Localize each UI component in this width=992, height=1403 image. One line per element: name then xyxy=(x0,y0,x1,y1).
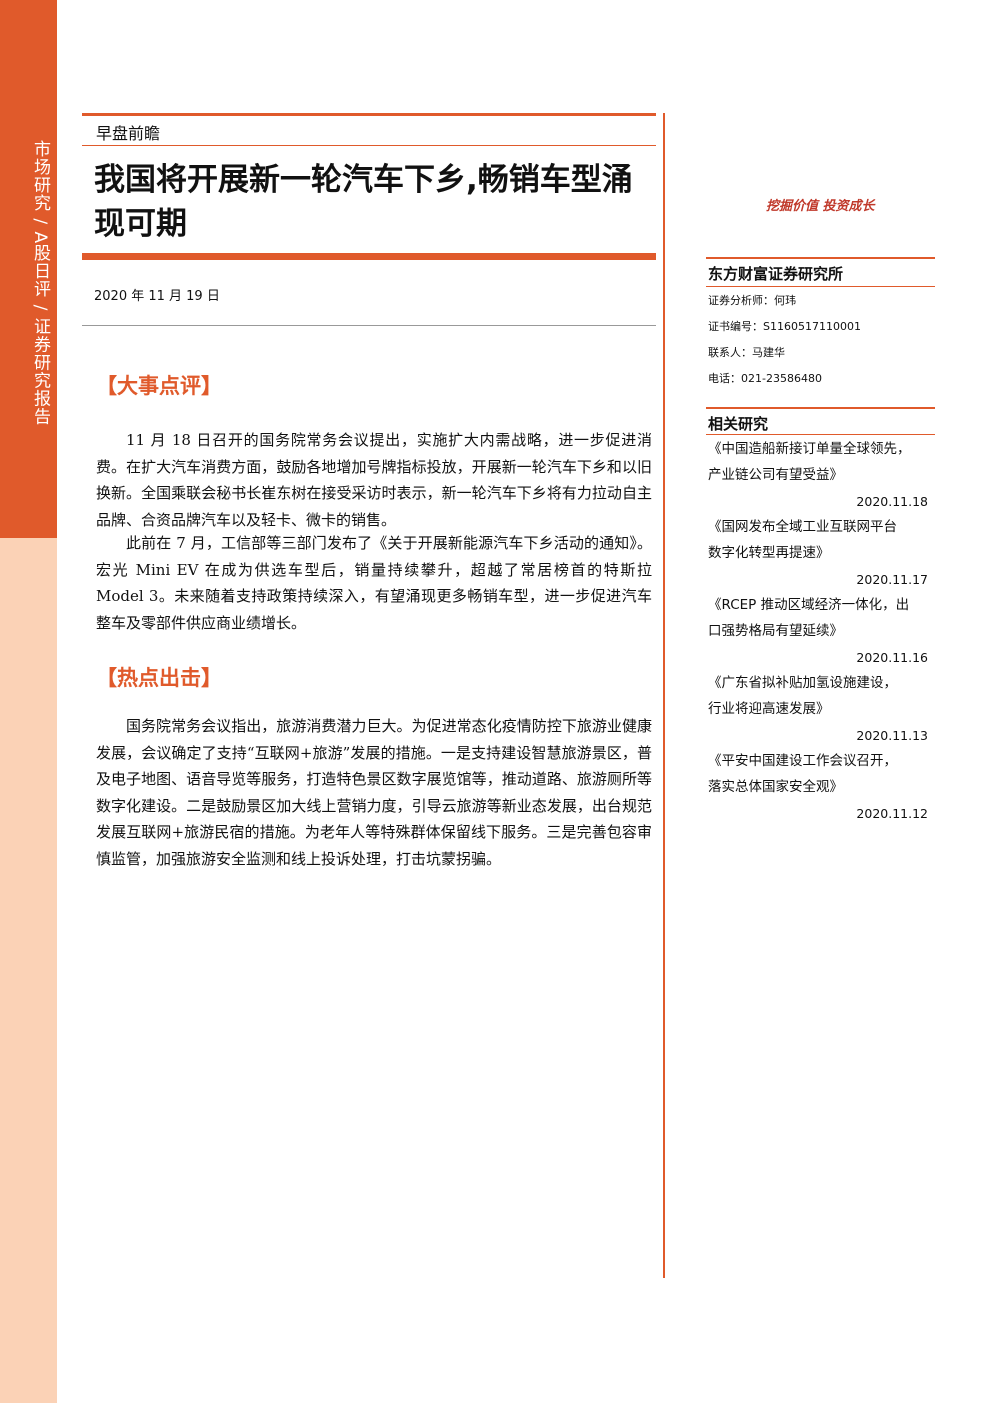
section1-paragraph-2: 此前在 7 月，工信部等三部门发布了《关于开展新能源汽车下乡活动的通知》。宏光 … xyxy=(96,534,652,632)
certificate-number: 证书编号：S1160517110001 xyxy=(708,320,861,333)
related-rule-bottom xyxy=(706,434,935,435)
related-item-line2: 落实总体国家安全观》 xyxy=(708,779,843,795)
related-item[interactable]: 《国网发布全域工业互联网平台 数字化转型再提速》 xyxy=(708,514,933,566)
related-item-date: 2020.11.18 xyxy=(856,494,928,509)
report-category: 早盘前瞻 xyxy=(96,124,161,143)
related-item-date: 2020.11.12 xyxy=(856,806,928,821)
section1-paragraph-1: 11 月 18 日召开的国务院常务会议提出，实施扩大内需战略，进一步促进消费。在… xyxy=(96,431,652,529)
related-item[interactable]: 《平安中国建设工作会议召开， 落实总体国家安全观》 xyxy=(708,748,933,800)
related-item[interactable]: 《中国造船新接订单量全球领先， 产业链公司有望受益》 xyxy=(708,436,933,488)
related-item-date: 2020.11.13 xyxy=(856,728,928,743)
side-strip-top xyxy=(0,0,57,538)
related-item-line1: 《RCEP 推动区域经济一体化，出 xyxy=(708,597,910,613)
header-rule-top xyxy=(82,113,656,116)
related-item-date: 2020.11.16 xyxy=(856,650,928,665)
side-strip-bottom xyxy=(0,538,57,1403)
column-divider xyxy=(663,113,665,1278)
related-item-line2: 行业将迎高速发展》 xyxy=(708,701,830,717)
related-item[interactable]: 《广东省拟补贴加氢设施建设， 行业将迎高速发展》 xyxy=(708,670,933,722)
slogan: 挖掘价值 投资成长 xyxy=(766,199,875,214)
section2-paragraph-1: 国务院常务会议指出，旅游消费潜力巨大。为促进常态化疫情防控下旅游业健康发展，会议… xyxy=(96,717,652,868)
institute-rule xyxy=(706,257,935,259)
phone-number: 电话：021-23586480 xyxy=(708,372,822,385)
related-item-line2: 口强势格局有望延续》 xyxy=(708,623,843,639)
related-item-line2: 产业链公司有望受益》 xyxy=(708,467,843,483)
report-title: 我国将开展新一轮汽车下乡,畅销车型涌现可期 xyxy=(94,162,633,242)
related-rule xyxy=(706,407,935,409)
title-rule-thick xyxy=(82,253,656,260)
analyst-name: 证券分析师：何玮 xyxy=(708,294,796,307)
related-item-line1: 《中国造船新接订单量全球领先， xyxy=(708,441,911,457)
related-item-date: 2020.11.17 xyxy=(856,572,928,587)
institute-rule-bottom xyxy=(706,286,935,287)
side-strip-label: 市场研究 / A股日评 / 证券研究报告 xyxy=(30,140,50,426)
section-heading-major-events: 【大事点评】 xyxy=(96,373,222,398)
report-date: 2020 年 11 月 19 日 xyxy=(94,289,220,304)
related-item-line1: 《国网发布全域工业互联网平台 xyxy=(708,519,897,535)
header-rule-thin xyxy=(82,145,656,146)
institute-name: 东方财富证券研究所 xyxy=(708,265,844,283)
contact-person: 联系人：马建华 xyxy=(708,346,785,359)
related-item-line1: 《广东省拟补贴加氢设施建设， xyxy=(708,675,897,691)
related-item-line2: 数字化转型再提速》 xyxy=(708,545,830,561)
date-rule xyxy=(82,325,656,326)
related-item[interactable]: 《RCEP 推动区域经济一体化，出 口强势格局有望延续》 xyxy=(708,592,933,644)
related-item-line1: 《平安中国建设工作会议召开， xyxy=(708,753,897,769)
related-research-title: 相关研究 xyxy=(708,415,769,433)
section-heading-hotspots: 【热点出击】 xyxy=(96,665,222,690)
